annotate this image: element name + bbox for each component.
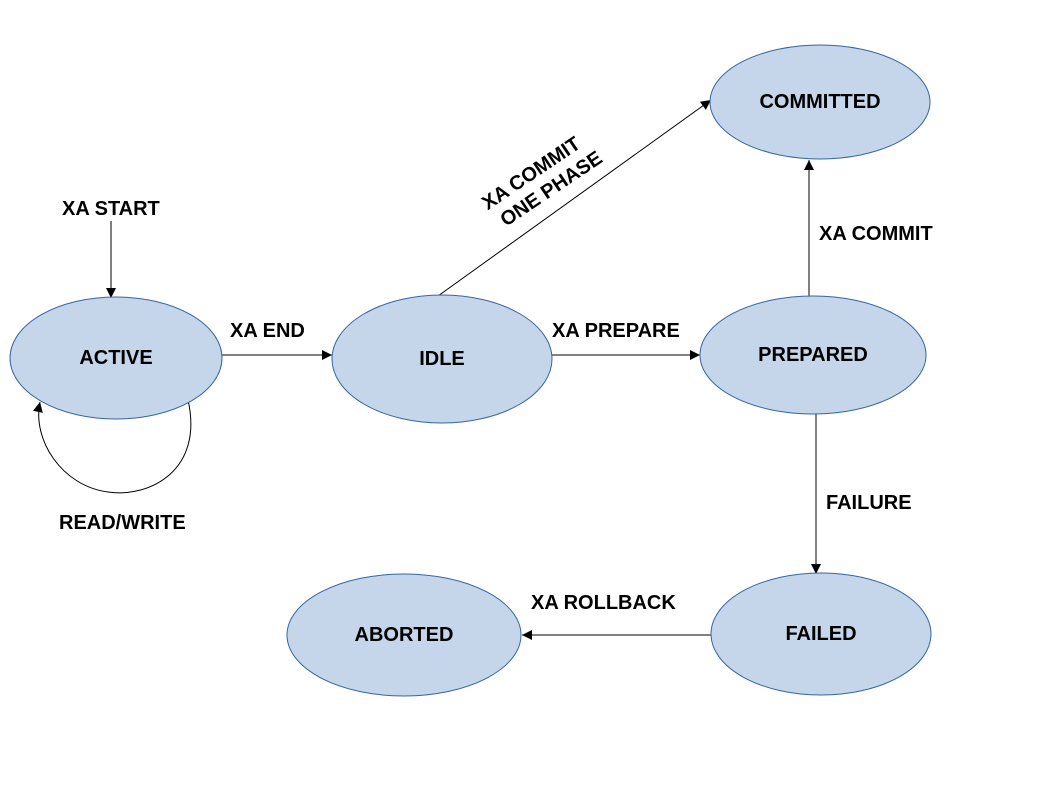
state-idle: IDLE bbox=[331, 294, 553, 424]
state-failed-label: FAILED bbox=[785, 623, 856, 645]
label-xa-prepare: XA PREPARE bbox=[552, 320, 680, 342]
state-active: ACTIVE bbox=[9, 296, 223, 420]
state-aborted-shape bbox=[286, 573, 522, 697]
state-aborted-label: ABORTED bbox=[355, 624, 454, 646]
state-committed-shape bbox=[709, 44, 931, 160]
label-xa-commit-one-phase: XA COMMIT ONE PHASE bbox=[478, 133, 606, 231]
label-xa-end: XA END bbox=[230, 320, 305, 342]
state-committed: COMMITTED bbox=[709, 44, 931, 160]
label-read-write: READ/WRITE bbox=[59, 512, 186, 534]
label-xa-start: XA START bbox=[62, 198, 160, 220]
state-aborted: ABORTED bbox=[286, 573, 522, 697]
label-xa-rollback: XA ROLLBACK bbox=[531, 592, 676, 614]
state-failed: FAILED bbox=[710, 572, 932, 696]
state-prepared: PREPARED bbox=[699, 295, 927, 415]
state-active-shape bbox=[9, 296, 223, 420]
state-idle-label: IDLE bbox=[419, 348, 465, 370]
state-active-label: ACTIVE bbox=[79, 347, 152, 369]
state-failed-shape bbox=[710, 572, 932, 696]
state-prepared-shape bbox=[699, 295, 927, 415]
edge-read-write-loop bbox=[33, 399, 192, 494]
edge-xa-commit-one-phase bbox=[437, 99, 712, 297]
label-xa-commit: XA COMMIT bbox=[819, 223, 933, 245]
label-failure: FAILURE bbox=[826, 492, 912, 514]
state-prepared-label: PREPARED bbox=[758, 344, 868, 366]
state-committed-label: COMMITTED bbox=[759, 91, 880, 113]
state-idle-shape bbox=[331, 294, 553, 424]
